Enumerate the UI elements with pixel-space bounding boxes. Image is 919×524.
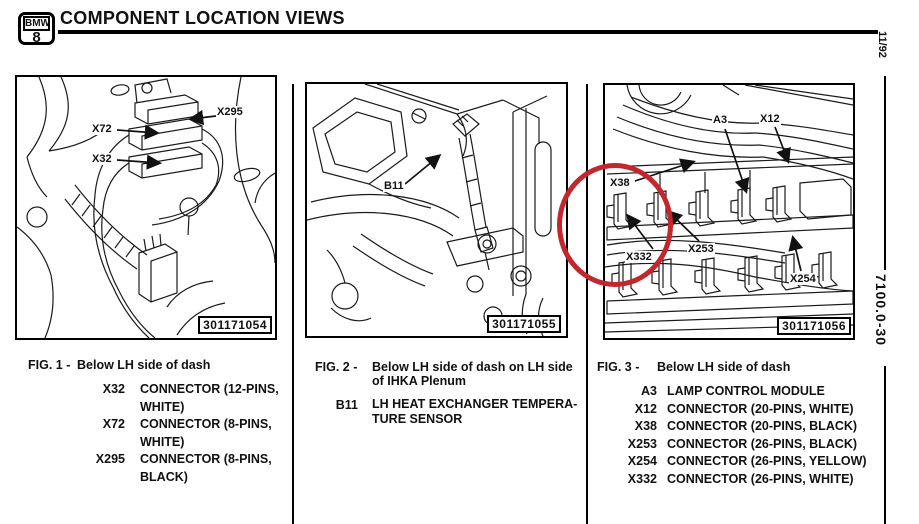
- component-key: X254: [627, 454, 657, 468]
- fig2-title: Below LH side of dash on LH side of IHKA…: [372, 360, 573, 388]
- callout-x72: X72: [91, 123, 113, 135]
- photo-number-2: 301171055: [487, 315, 561, 333]
- caption-item: X332 CONNECTOR (26-PINS, WHITE): [597, 471, 867, 489]
- component-desc: CONNECTOR (12-PINS, WHITE): [140, 382, 279, 414]
- caption-item: X253 CONNECTOR (26-PINS, BLACK): [597, 436, 867, 454]
- callout-x254: X254: [789, 273, 817, 285]
- component-key: A3: [641, 384, 657, 398]
- component-key: X72: [102, 417, 125, 431]
- caption-item: X12 CONNECTOR (20-PINS, WHITE): [597, 401, 867, 419]
- component-key: B11: [335, 398, 358, 412]
- logo-series-number: 8: [32, 29, 41, 46]
- caption-fig3: FIG. 3 - Below LH side of dash A3 LAMP C…: [597, 360, 867, 488]
- fig2-label: FIG. 2 -: [315, 360, 358, 374]
- caption-item: X38 CONNECTOR (20-PINS, BLACK): [597, 418, 867, 436]
- photo-number-1: 301171054: [198, 316, 272, 334]
- page-title: COMPONENT LOCATION VIEWS: [60, 8, 345, 28]
- component-key: X253: [627, 436, 657, 451]
- highlight-circle: [557, 163, 673, 287]
- figure-2: B11 301171055: [305, 82, 568, 338]
- component-key: X12: [634, 401, 657, 416]
- component-desc: CONNECTOR (20-PINS, WHITE): [667, 401, 854, 416]
- component-desc: CONNECTOR (26-PINS, YELLOW): [667, 454, 867, 468]
- caption-fig1: FIG. 1 - Below LH side of dash X32 CONNE…: [28, 358, 290, 486]
- fig1-label: FIG. 1 -: [28, 358, 71, 372]
- photo-number-3: 301171056: [777, 317, 851, 335]
- caption-item: X295 CONNECTOR (8-PINS, BLACK): [28, 451, 290, 486]
- caption-item: X254 CONNECTOR (26-PINS, YELLOW): [597, 453, 867, 471]
- component-desc: CONNECTOR (8-PINS, BLACK): [140, 452, 272, 484]
- component-desc: CONNECTOR (26-PINS, WHITE): [667, 471, 854, 486]
- component-key: X332: [627, 471, 657, 486]
- fig3-title: Below LH side of dash: [657, 360, 791, 374]
- title-underline: [58, 30, 878, 34]
- figure-2-drawing: [307, 84, 552, 336]
- component-desc: LAMP CONTROL MODULE: [667, 384, 825, 398]
- component-key: X295: [95, 452, 125, 466]
- revision-date-code: 11/92: [876, 31, 888, 58]
- fig1-title: Below LH side of dash: [77, 358, 211, 372]
- callout-x295: X295: [216, 106, 244, 118]
- figure-1-drawing: [17, 77, 275, 338]
- bmw-series-logo: BMW 8: [18, 12, 55, 45]
- page-number-code: 7100.0-30: [873, 274, 889, 347]
- figure-1: X72 X32 X295 301171054: [15, 75, 277, 340]
- caption-item: A3 LAMP CONTROL MODULE: [597, 383, 867, 401]
- component-desc: CONNECTOR (20-PINS, BLACK): [667, 419, 858, 433]
- component-desc: CONNECTOR (8-PINS, WHITE): [140, 417, 272, 449]
- caption-item: X32 CONNECTOR (12-PINS, WHITE): [28, 381, 290, 416]
- caption-item: B11 LH HEAT EXCHANGER TEMPERA- TURE SENS…: [315, 397, 583, 427]
- component-key: X32: [102, 382, 125, 396]
- component-key: X38: [634, 419, 657, 433]
- fig3-label: FIG. 3 -: [597, 360, 640, 374]
- logo-brand-text: BMW: [23, 16, 50, 31]
- component-desc: CONNECTOR (26-PINS, BLACK): [667, 436, 858, 451]
- component-desc: LH HEAT EXCHANGER TEMPERA- TURE SENSOR: [372, 397, 578, 426]
- column-divider-1: [292, 84, 294, 524]
- caption-item: X72 CONNECTOR (8-PINS, WHITE): [28, 416, 290, 451]
- caption-fig2: FIG. 2 - Below LH side of dash on LH sid…: [315, 360, 583, 427]
- margin-rule-lower: [884, 366, 886, 524]
- callout-a3: A3: [712, 114, 729, 126]
- column-divider-2: [586, 84, 588, 524]
- callout-x253: X253: [687, 243, 715, 255]
- callout-b11: B11: [383, 180, 405, 192]
- callout-x12: X12: [759, 113, 781, 125]
- margin-rule-upper: [884, 76, 886, 270]
- callout-x32: X32: [91, 153, 113, 165]
